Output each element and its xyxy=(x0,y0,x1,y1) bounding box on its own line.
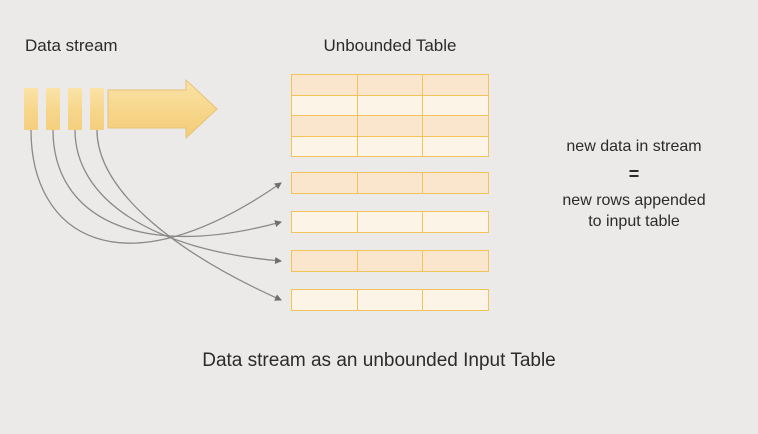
equation-line-3: to input table xyxy=(588,213,680,231)
stream-bar-4 xyxy=(90,88,104,130)
stream-bar-3 xyxy=(68,88,82,130)
connector-arrow-2 xyxy=(52,129,282,238)
connector-arrow-1 xyxy=(30,129,282,244)
table-cell xyxy=(423,96,488,116)
table-cell xyxy=(292,173,358,193)
table-cell xyxy=(358,95,424,115)
table-cell xyxy=(292,212,358,232)
table-cell xyxy=(292,95,358,115)
table-cell xyxy=(358,251,424,271)
equation-line-2: new rows appended xyxy=(562,191,706,209)
table-cell xyxy=(292,251,358,271)
data-stream-label: Data stream xyxy=(25,36,118,55)
table-cell xyxy=(292,290,358,310)
table-cell xyxy=(292,75,358,95)
right-arrow-icon xyxy=(107,78,218,140)
table-cell xyxy=(358,116,424,136)
table-row xyxy=(292,136,488,157)
appended-row-3 xyxy=(291,250,489,272)
equation-line-1: new data in stream xyxy=(566,138,702,155)
connector-arrow-3 xyxy=(74,129,282,264)
table-cell xyxy=(358,173,424,193)
connector-arrow-4 xyxy=(96,129,282,301)
table-cell xyxy=(358,75,424,95)
table-row xyxy=(292,95,488,116)
table-cell xyxy=(423,75,488,95)
appended-row-1 xyxy=(291,172,489,194)
table-cell xyxy=(358,212,424,232)
diagram-caption: Data stream as an unbounded Input Table xyxy=(202,350,556,371)
table-cell xyxy=(423,290,488,310)
stream-bar-2 xyxy=(46,88,60,130)
equation-block: new data in stream = new rows appended t… xyxy=(514,136,754,233)
table-row xyxy=(292,116,488,137)
table-cell xyxy=(423,173,488,193)
stream-bar-1 xyxy=(24,88,38,130)
equals-sign: = xyxy=(628,163,640,184)
table-cell xyxy=(423,251,488,271)
table-cell xyxy=(358,290,424,310)
table-row xyxy=(292,75,488,96)
table-cell xyxy=(358,136,424,156)
unbounded-table xyxy=(291,74,489,157)
table-cell xyxy=(292,136,358,156)
table-cell xyxy=(423,116,488,136)
table-cell xyxy=(292,116,358,136)
table-cell xyxy=(423,212,488,232)
table-cell xyxy=(423,137,488,157)
unbounded-table-label: Unbounded Table xyxy=(323,36,457,55)
appended-row-2 xyxy=(291,211,489,233)
appended-row-4 xyxy=(291,289,489,311)
